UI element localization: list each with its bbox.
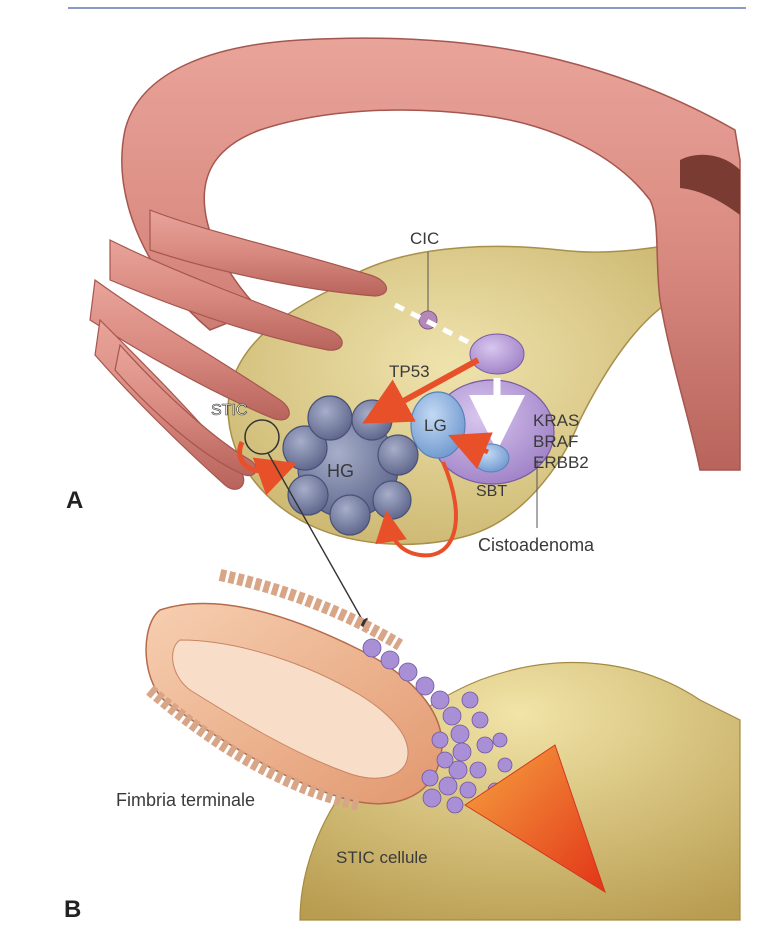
panel-a-letter: A [66,487,83,514]
purple-nodule [470,334,524,374]
braf-label: BRAF [533,432,578,451]
cic-label: CIC [410,229,439,248]
cistoadenoma-label: Cistoadenoma [478,535,595,555]
tp53-label: TP53 [389,362,430,381]
panel-b-letter: B [64,896,81,923]
erbb2-label: ERBB2 [533,453,589,472]
stic-label: STIC [211,402,247,419]
lg-label: LG [424,416,447,435]
hg-label: HG [327,461,354,481]
kras-label: KRAS [533,411,579,430]
fimbria-terminale-label: Fimbria terminale [116,790,255,810]
sbt-label: SBT [476,483,507,500]
stic-cellule-label: STIC cellule [336,848,428,867]
